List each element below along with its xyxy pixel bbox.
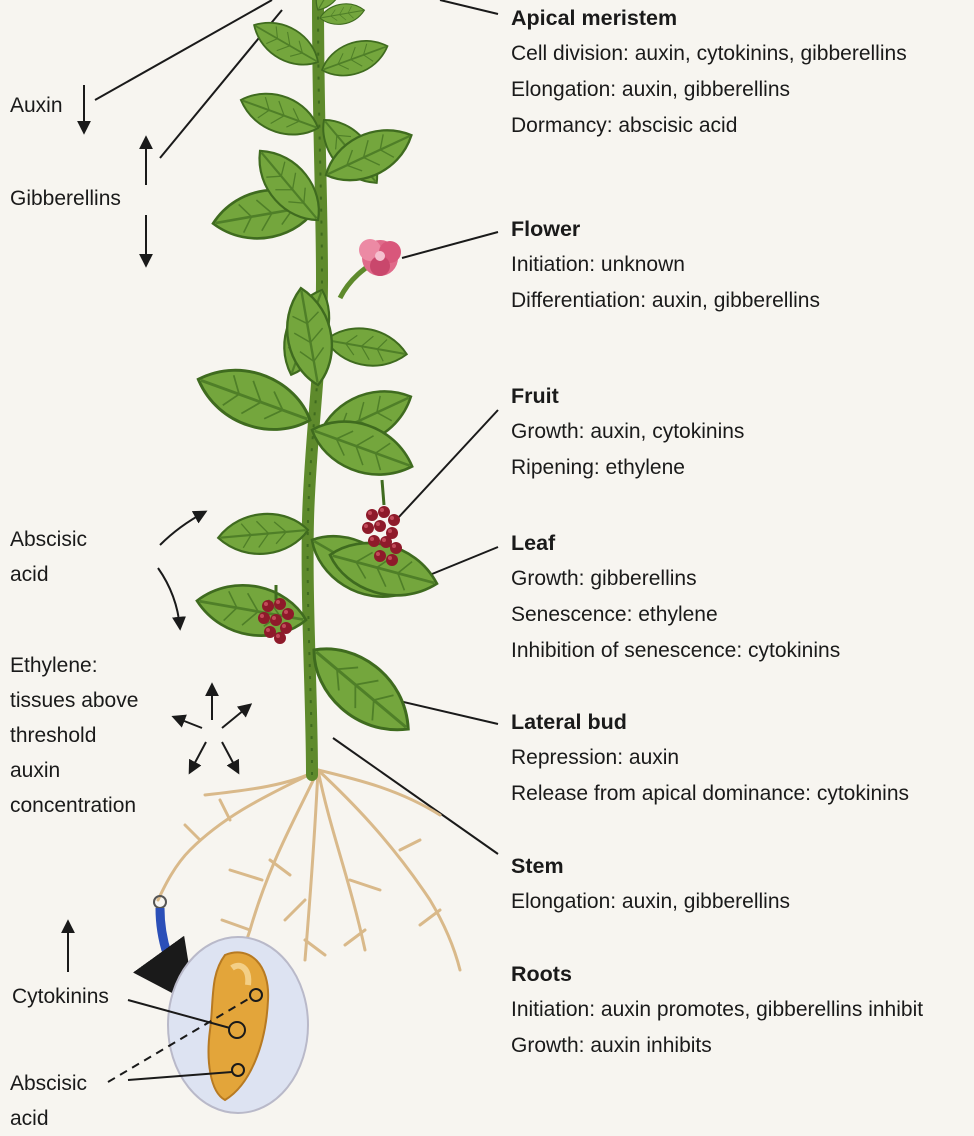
label-stem: Stem Elongation: auxin, gibberellins [511, 848, 790, 920]
lateral-bud-line-2: Release from apical dominance: cytokinin… [511, 776, 909, 812]
ethylene-line-5: concentration [10, 788, 138, 823]
lateral-bud-title: Lateral bud [511, 704, 909, 740]
label-cytokinins: Cytokinins [12, 979, 109, 1014]
label-ethylene: Ethylene: tissues above threshold auxin … [10, 648, 138, 823]
label-roots: Roots Initiation: auxin promotes, gibber… [511, 956, 923, 1064]
ethylene-line-2: tissues above [10, 683, 138, 718]
label-auxin: Auxin [10, 88, 63, 123]
apical-meristem-title: Apical meristem [511, 0, 907, 36]
abscisic-bottom-line-2: acid [10, 1101, 87, 1136]
roots-line-1: Initiation: auxin promotes, gibberellins… [511, 992, 923, 1028]
roots-title: Roots [511, 956, 923, 992]
ethylene-line-3: threshold [10, 718, 138, 753]
fruit-line-1: Growth: auxin, cytokinins [511, 414, 744, 450]
root-tip-inset [154, 896, 308, 1113]
abscisic-bottom-line-1: Abscisic [10, 1066, 87, 1101]
label-fruit: Fruit Growth: auxin, cytokinins Ripening… [511, 378, 744, 486]
apical-line-3: Dormancy: abscisic acid [511, 108, 907, 144]
label-abscisic-acid-top: Abscisic acid [10, 522, 87, 592]
apical-line-1: Cell division: auxin, cytokinins, gibber… [511, 36, 907, 72]
label-lateral-bud: Lateral bud Repression: auxin Release fr… [511, 704, 909, 812]
flower-title: Flower [511, 211, 820, 247]
label-flower: Flower Initiation: unknown Differentiati… [511, 211, 820, 319]
leaf-line-2: Senescence: ethylene [511, 597, 840, 633]
flower-line-2: Differentiation: auxin, gibberellins [511, 283, 820, 319]
abscisic-top-line-2: acid [10, 557, 87, 592]
leaf-line-1: Growth: gibberellins [511, 561, 840, 597]
stem-line-1: Elongation: auxin, gibberellins [511, 884, 790, 920]
flower-line-1: Initiation: unknown [511, 247, 820, 283]
fruit-line-2: Ripening: ethylene [511, 450, 744, 486]
label-leaf: Leaf Growth: gibberellins Senescence: et… [511, 525, 840, 669]
leaf-line-3: Inhibition of senescence: cytokinins [511, 633, 840, 669]
abscisic-top-line-1: Abscisic [10, 522, 87, 557]
stem-title: Stem [511, 848, 790, 884]
ethylene-line-1: Ethylene: [10, 648, 138, 683]
apical-line-2: Elongation: auxin, gibberellins [511, 72, 907, 108]
flower [340, 239, 401, 298]
label-apical-meristem: Apical meristem Cell division: auxin, cy… [511, 0, 907, 144]
lateral-bud-line-1: Repression: auxin [511, 740, 909, 776]
label-gibberellins: Gibberellins [10, 181, 121, 216]
ethylene-line-4: auxin [10, 753, 138, 788]
roots-line-2: Growth: auxin inhibits [511, 1028, 923, 1064]
fruit-title: Fruit [511, 378, 744, 414]
leaf-title: Leaf [511, 525, 840, 561]
label-abscisic-acid-bottom: Abscisic acid [10, 1066, 87, 1136]
